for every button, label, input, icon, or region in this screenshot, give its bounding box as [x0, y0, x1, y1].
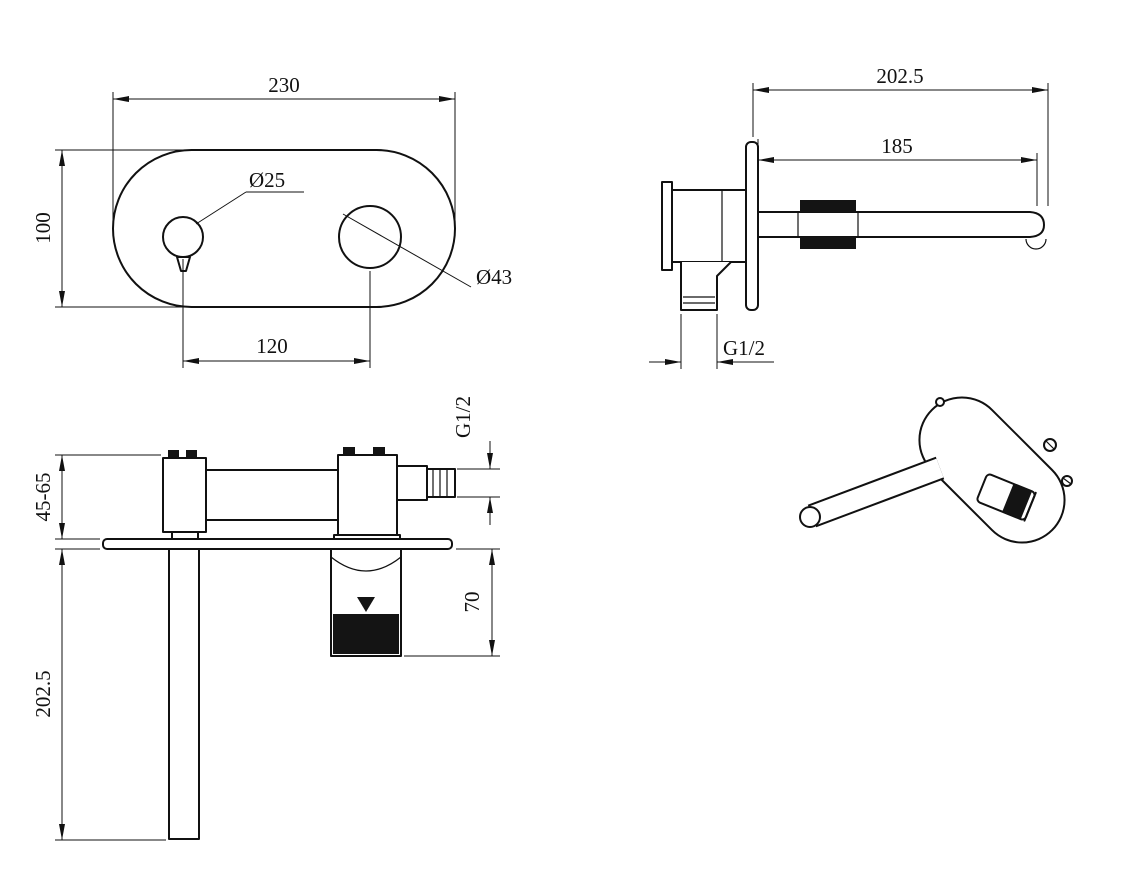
dim-hole-spacing: 120	[182, 259, 371, 368]
leader-small-hole: Ø25	[195, 168, 304, 225]
outlet-thread	[426, 468, 456, 498]
dim-hole-spacing-label: 120	[256, 334, 288, 358]
dim-overall-length: 202.5	[752, 64, 1049, 206]
leader-large-hole: Ø43	[342, 213, 512, 289]
outlet-boss	[396, 465, 428, 501]
dim-inlet-thread-label: G1/2	[723, 336, 765, 360]
spout-tube	[757, 211, 1045, 238]
dim-pipe-length: 202.5	[31, 548, 166, 841]
screw-top-3d	[935, 397, 945, 407]
dim-drop-height-label: 70	[460, 592, 484, 613]
valve-body-side	[671, 189, 747, 263]
view-plate-front	[112, 149, 456, 308]
dim-wall-depth-label: 45-65	[31, 473, 55, 522]
dim-plate-height-label: 100	[31, 212, 55, 244]
valve-block	[337, 454, 398, 536]
dim-small-hole-label: Ø25	[249, 168, 285, 192]
dim-overall-length-label: 202.5	[876, 64, 923, 88]
view-body-front	[102, 447, 456, 840]
aerator	[1025, 238, 1047, 250]
view-perspective	[799, 396, 1073, 544]
spout-tip-3d	[799, 506, 821, 528]
inlet-drop	[680, 261, 732, 311]
dim-inlet-thread-side: G1/2	[649, 314, 774, 369]
dim-plate-width: 230	[112, 73, 456, 220]
wall-plate-section	[102, 538, 453, 550]
mount-bracket	[661, 181, 673, 271]
dim-plate-width-label: 230	[268, 73, 300, 97]
dim-drop-height: 70	[404, 548, 500, 657]
dim-outlet-thread-label: G1/2	[451, 396, 475, 438]
dim-large-hole-label: Ø43	[476, 265, 512, 289]
flow-marker	[357, 597, 375, 612]
cartridge-housing	[162, 457, 207, 533]
view-spout-side	[661, 141, 1047, 311]
dim-spout-length-label: 185	[881, 134, 913, 158]
dim-outlet-thread: G1/2	[451, 396, 500, 525]
dim-spout-length: 185	[757, 134, 1038, 206]
spout-hole	[338, 205, 402, 269]
wall-plate-edge	[745, 141, 759, 311]
handle-3d	[976, 473, 1037, 522]
mounting-nut-upper	[800, 200, 856, 212]
inlet-pipe	[168, 548, 200, 840]
dim-wall-depth: 45-65	[31, 454, 161, 540]
mounting-nut-lower	[800, 237, 856, 249]
dim-pipe-length-label: 202.5	[31, 670, 55, 717]
dim-plate-height: 100	[31, 149, 200, 308]
